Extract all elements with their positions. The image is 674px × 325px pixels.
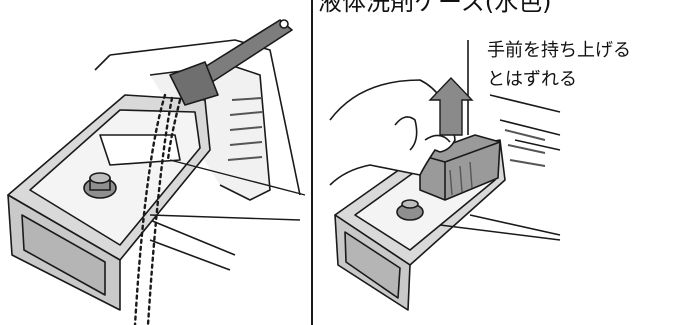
pour-lines	[133, 93, 182, 325]
callout-text-line-2: とはずれる	[487, 69, 577, 90]
callout-text-line-1: 手前を持ち上げる	[487, 40, 631, 61]
hand	[329, 79, 456, 186]
scoop-bowl	[169, 61, 219, 106]
lift-arrow-icon	[428, 76, 474, 136]
pointer-line	[169, 159, 306, 196]
vent-slots-right	[504, 129, 546, 167]
drawer-front-recess-right	[344, 231, 401, 299]
liquid-detergent-case-label: 液体洗剤ケース(水色)	[318, 0, 552, 16]
right-panel-drawer-illustration	[329, 40, 561, 311]
drawer-front-recess	[21, 214, 106, 296]
left-panel-drawer-illustration	[7, 19, 306, 311]
machine-body-lines-right	[469, 94, 561, 236]
vent-slots	[227, 97, 263, 161]
drawer-compartment	[99, 134, 181, 166]
